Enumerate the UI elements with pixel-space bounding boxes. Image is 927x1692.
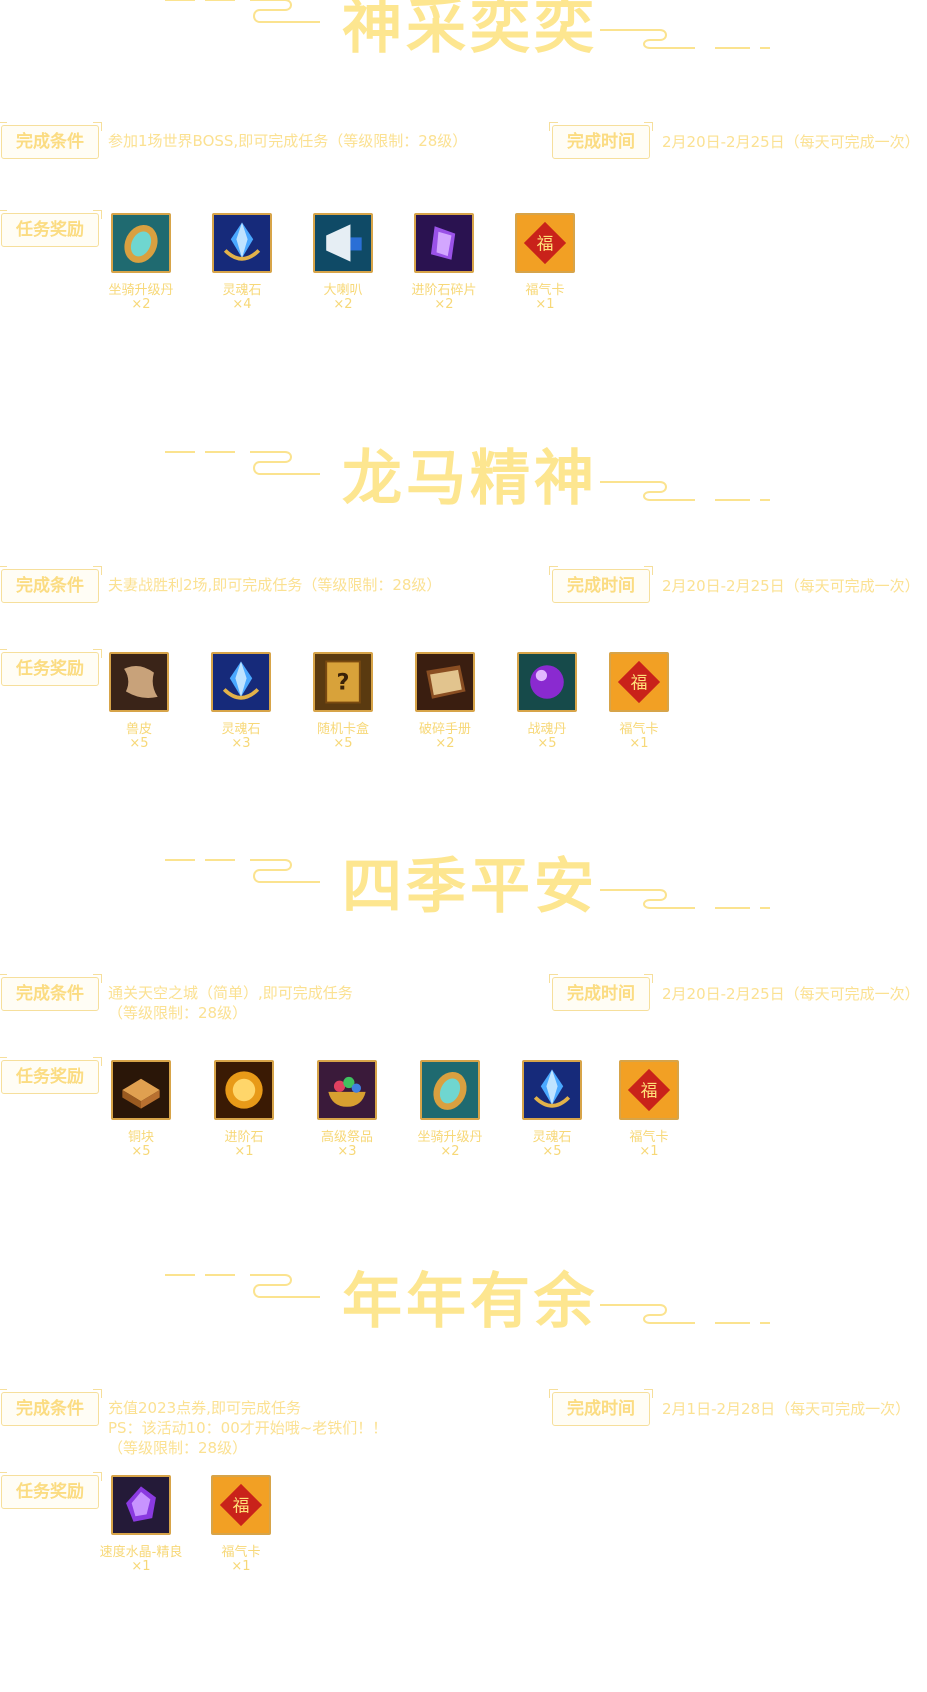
section-title-banner: 年年有余 (0, 1267, 927, 1367)
condition-tag: 完成条件 (0, 1389, 102, 1426)
fortune-card-icon: 福 (211, 1475, 271, 1535)
mount-upgrade-pill-icon (420, 1060, 480, 1120)
reward-tag: 任务奖励 (0, 1057, 102, 1094)
time-tag: 完成时间 (549, 1389, 653, 1426)
condition-text: 充值2023点券,即可完成任务 PS：该活动10：00才开始哦~老铁们！！ （等… (108, 1399, 388, 1457)
time-text: 2月20日-2月25日（每天可完成一次） (662, 133, 920, 151)
time-text: 2月20日-2月25日（每天可完成一次） (662, 985, 920, 1003)
soul-stone-icon (522, 1060, 582, 1120)
cloud-scroll-ornament (165, 859, 770, 909)
fortune-card-icon: 福 (609, 652, 669, 712)
advance-stone-shard-icon (414, 213, 474, 273)
time-tag: 完成时间 (549, 974, 653, 1011)
section-title-banner: 四季平安 (0, 852, 927, 952)
condition-tag: 完成条件 (0, 566, 102, 603)
random-card-box-icon: ? (313, 652, 373, 712)
cloud-scroll-ornament (165, 1274, 770, 1324)
mount-upgrade-pill-icon (111, 213, 171, 273)
section-title-banner: 神采奕奕 (0, 0, 927, 92)
time-text: 2月20日-2月25日（每天可完成一次） (662, 577, 920, 595)
section-title: 四季平安 (342, 852, 598, 922)
advance-stone-icon (214, 1060, 274, 1120)
section-title: 年年有余 (342, 1267, 598, 1337)
svg-text:福: 福 (537, 234, 554, 254)
svg-text:福: 福 (631, 673, 648, 693)
speed-crystal-icon (111, 1475, 171, 1535)
fortune-card-icon: 福 (619, 1060, 679, 1120)
section-title: 龙马精神 (342, 444, 598, 514)
megaphone-icon (313, 213, 373, 273)
cloud-scroll-ornament (165, 451, 770, 501)
copper-block-icon (111, 1060, 171, 1120)
condition-text: 夫妻战胜利2场,即可完成任务（等级限制：28级） (108, 576, 442, 594)
section-title: 神采奕奕 (342, 0, 598, 62)
svg-text:?: ? (337, 669, 350, 695)
reward-tag: 任务奖励 (0, 1472, 102, 1509)
reward-tag: 任务奖励 (0, 649, 102, 686)
svg-text:福: 福 (641, 1081, 658, 1101)
fortune-card-icon: 福 (515, 213, 575, 273)
soul-stone-icon (212, 213, 272, 273)
soul-stone-icon (211, 652, 271, 712)
time-text: 2月1日-2月28日（每天可完成一次） (662, 1400, 911, 1418)
broken-manual-icon (415, 652, 475, 712)
condition-text: 通关天空之城（简单）,即可完成任务 （等级限制：28级） (108, 984, 353, 1022)
condition-text: 参加1场世界BOSS,即可完成任务（等级限制：28级） (108, 132, 468, 150)
premium-offering-icon (317, 1060, 377, 1120)
reward-tag: 任务奖励 (0, 210, 102, 247)
condition-tag: 完成条件 (0, 122, 102, 159)
battle-soul-pill-icon (517, 652, 577, 712)
time-tag: 完成时间 (549, 122, 653, 159)
beast-hide-icon (109, 652, 169, 712)
svg-text:福: 福 (233, 1496, 250, 1516)
time-tag: 完成时间 (549, 566, 653, 603)
condition-tag: 完成条件 (0, 974, 102, 1011)
section-title-banner: 龙马精神 (0, 444, 927, 544)
cloud-scroll-ornament (165, 0, 770, 49)
